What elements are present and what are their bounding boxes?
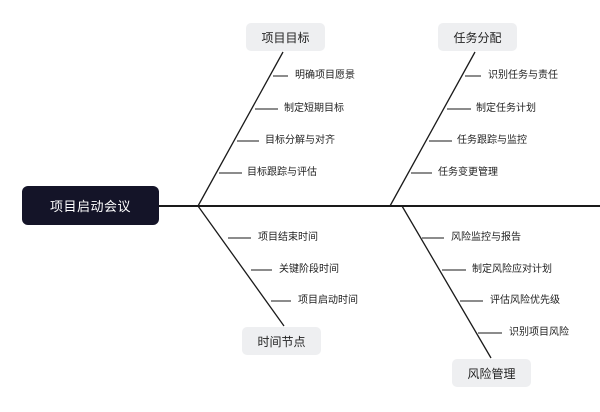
rib-goals — [197, 51, 284, 207]
leaf-tasks-2[interactable]: 制定任务计划 — [476, 103, 536, 114]
category-timeline[interactable]: 时间节点 — [242, 327, 321, 355]
leaf-risk-4[interactable]: 识别项目风险 — [509, 327, 569, 338]
category-goals-label: 项目目标 — [261, 30, 310, 45]
category-timeline-label: 时间节点 — [257, 334, 306, 349]
leaf-tasks-4[interactable]: 任务变更管理 — [438, 167, 498, 178]
leaf-risk-1[interactable]: 风险监控与报告 — [451, 232, 521, 243]
category-goals[interactable]: 项目目标 — [246, 23, 325, 51]
leaf-risk-3[interactable]: 评估风险优先级 — [490, 295, 560, 306]
rib-risk — [401, 205, 492, 359]
rib-tasks — [389, 51, 476, 207]
leaf-timeline-2[interactable]: 关键阶段时间 — [279, 264, 339, 275]
leaf-goals-3[interactable]: 目标分解与对齐 — [265, 135, 335, 146]
root-node[interactable]: 项目启动会议 — [22, 186, 159, 225]
category-tasks[interactable]: 任务分配 — [438, 23, 517, 51]
leaf-goals-2[interactable]: 制定短期目标 — [284, 103, 344, 114]
category-risk-label: 风险管理 — [467, 366, 516, 381]
leaf-goals-1[interactable]: 明确项目愿景 — [295, 70, 355, 81]
root-label: 项目启动会议 — [49, 200, 131, 215]
rib-timeline — [197, 205, 285, 327]
leaf-goals-4[interactable]: 目标跟踪与评估 — [247, 167, 317, 178]
category-risk[interactable]: 风险管理 — [452, 359, 531, 387]
category-tasks-label: 任务分配 — [453, 30, 502, 45]
leaf-timeline-1[interactable]: 项目结束时间 — [258, 232, 318, 243]
leaf-tasks-3[interactable]: 任务跟踪与监控 — [457, 135, 527, 146]
leaf-timeline-3[interactable]: 项目启动时间 — [298, 295, 358, 306]
leaf-risk-2[interactable]: 制定风险应对计划 — [472, 264, 552, 275]
leaf-tasks-1[interactable]: 识别任务与责任 — [488, 70, 558, 81]
